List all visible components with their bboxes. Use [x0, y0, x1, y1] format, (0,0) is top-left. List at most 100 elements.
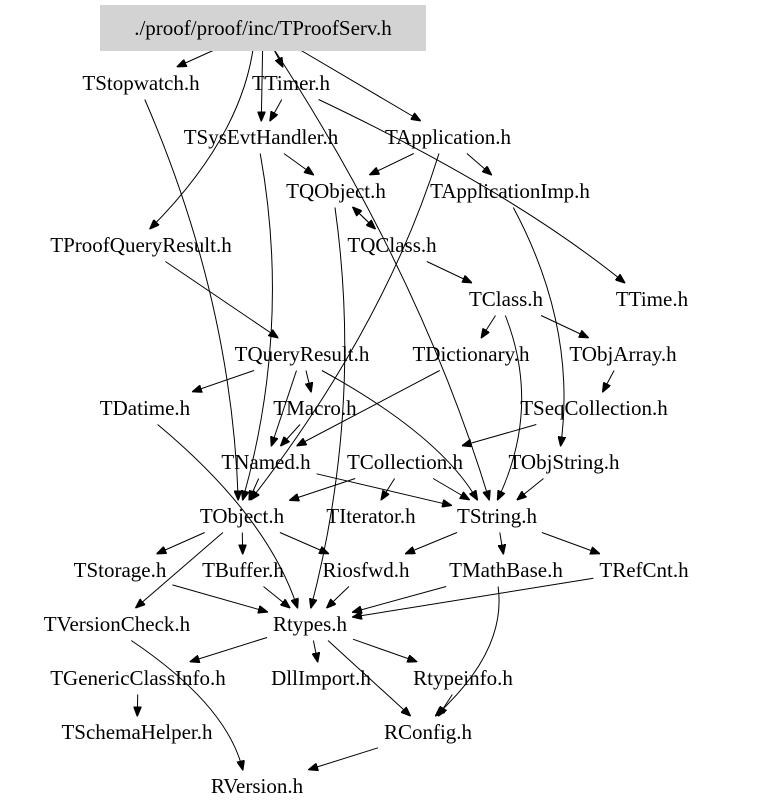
- dependency-edge: [150, 44, 255, 229]
- dependency-edge: [482, 315, 496, 338]
- graph-node[interactable]: Rtypeinfo.h: [413, 666, 513, 690]
- graph-node[interactable]: TRefCnt.h: [599, 558, 689, 582]
- node-label[interactable]: RVersion.h: [211, 774, 304, 798]
- node-label[interactable]: TApplication.h: [385, 125, 512, 149]
- node-label[interactable]: RConfig.h: [384, 720, 473, 744]
- dependency-edge: [370, 153, 415, 175]
- dependency-edge: [249, 478, 260, 500]
- node-label[interactable]: TProofQueryResult.h: [50, 233, 232, 257]
- node-label[interactable]: TRefCnt.h: [599, 558, 689, 582]
- graph-node[interactable]: TObjArray.h: [569, 342, 677, 366]
- graph-node[interactable]: TMacro.h: [273, 396, 357, 420]
- node-label[interactable]: Rtypeinfo.h: [413, 666, 513, 690]
- dependency-edge: [290, 44, 420, 121]
- graph-node[interactable]: TGenericClassInfo.h: [50, 666, 226, 690]
- root-node-label[interactable]: ./proof/proof/inc/TProofServ.h: [134, 16, 392, 40]
- graph-node[interactable]: TMathBase.h: [449, 558, 563, 582]
- node-label[interactable]: Rtypes.h: [273, 612, 348, 636]
- graph-node[interactable]: TTimer.h: [252, 71, 330, 95]
- node-label[interactable]: TApplicationImp.h: [430, 179, 590, 203]
- graph-node[interactable]: TObjString.h: [508, 450, 620, 474]
- dependency-edge: [463, 424, 537, 446]
- graph-node[interactable]: TProofQueryResult.h: [50, 233, 232, 257]
- graph-node[interactable]: TDatime.h: [100, 396, 191, 420]
- graph-node[interactable]: Rtypes.h: [273, 612, 348, 636]
- node-label[interactable]: TQueryResult.h: [235, 342, 370, 366]
- dependency-edge: [157, 424, 298, 608]
- node-label[interactable]: TMathBase.h: [449, 558, 563, 582]
- node-label[interactable]: TCollection.h: [347, 450, 464, 474]
- dependency-edge: [157, 532, 205, 554]
- node-label[interactable]: TStopwatch.h: [82, 71, 200, 95]
- node-label[interactable]: TVersionCheck.h: [44, 612, 191, 636]
- node-label[interactable]: TMacro.h: [273, 396, 357, 420]
- graph-node[interactable]: TSeqCollection.h: [520, 396, 668, 420]
- node-label[interactable]: TString.h: [457, 504, 537, 528]
- node-label[interactable]: TSeqCollection.h: [520, 396, 668, 420]
- dependency-edge: [353, 586, 447, 613]
- graph-node[interactable]: TBuffer.h: [202, 558, 284, 582]
- node-label[interactable]: Riosfwd.h: [323, 558, 410, 582]
- node-label[interactable]: TObjString.h: [508, 450, 620, 474]
- node-label[interactable]: DllImport.h: [271, 666, 371, 690]
- graph-node[interactable]: TIterator.h: [326, 504, 416, 528]
- graph-node[interactable]: TSchemaHelper.h: [61, 720, 213, 744]
- dependency-edge: [136, 532, 224, 608]
- dependency-edge: [426, 261, 471, 283]
- node-label[interactable]: TSchemaHelper.h: [61, 720, 213, 744]
- graph-node[interactable]: TTime.h: [616, 287, 689, 311]
- dependency-edge: [352, 638, 416, 661]
- dependency-edge: [172, 584, 267, 612]
- node-label[interactable]: TObjArray.h: [569, 342, 677, 366]
- dependency-edge: [436, 586, 500, 716]
- dependency-edge: [439, 694, 453, 716]
- graph-node[interactable]: TDictionary.h: [412, 342, 530, 366]
- graph-node[interactable]: TCollection.h: [347, 450, 464, 474]
- graph-node[interactable]: TString.h: [457, 504, 537, 528]
- graph-node[interactable]: TApplication.h: [385, 125, 512, 149]
- node-label[interactable]: TSysEvtHandler.h: [184, 125, 339, 149]
- node-label[interactable]: TQClass.h: [347, 233, 437, 257]
- node-label[interactable]: TClass.h: [469, 287, 544, 311]
- dependency-edge: [309, 747, 379, 770]
- graph-node[interactable]: RVersion.h: [211, 774, 304, 798]
- node-label[interactable]: TGenericClassInfo.h: [50, 666, 226, 690]
- node-label[interactable]: TDictionary.h: [412, 342, 530, 366]
- graph-node[interactable]: TQClass.h: [347, 233, 437, 257]
- dependency-edge: [279, 532, 328, 554]
- graph-node[interactable]: TApplicationImp.h: [430, 179, 590, 203]
- dependency-edge: [466, 153, 491, 175]
- node-label[interactable]: TObject.h: [200, 504, 285, 528]
- dependency-edge: [316, 473, 451, 506]
- dependency-edge: [603, 370, 615, 392]
- node-label[interactable]: TIterator.h: [326, 504, 416, 528]
- graph-node[interactable]: TVersionCheck.h: [44, 612, 191, 636]
- node-label[interactable]: TTimer.h: [252, 71, 330, 95]
- node-label[interactable]: TStorage.h: [74, 558, 167, 582]
- graph-node[interactable]: TQueryResult.h: [235, 342, 370, 366]
- node-label[interactable]: TDatime.h: [100, 396, 191, 420]
- dependency-edge: [263, 586, 290, 608]
- node-label[interactable]: TQObject.h: [286, 179, 386, 203]
- graph-node[interactable]: ./proof/proof/inc/TProofServ.h: [100, 5, 426, 51]
- dependency-edge: [500, 532, 504, 554]
- graph-node[interactable]: TStopwatch.h: [82, 71, 200, 95]
- node-label[interactable]: TBuffer.h: [202, 558, 284, 582]
- graph-node[interactable]: TStorage.h: [74, 558, 167, 582]
- graph-node[interactable]: TObject.h: [200, 504, 285, 528]
- graph-node[interactable]: TQObject.h: [286, 179, 386, 203]
- graph-node[interactable]: TNamed.h: [221, 450, 311, 474]
- graph-node[interactable]: Riosfwd.h: [323, 558, 410, 582]
- graph-node[interactable]: TSysEvtHandler.h: [184, 125, 339, 149]
- node-label[interactable]: TTime.h: [616, 287, 689, 311]
- graph-node[interactable]: DllImport.h: [271, 666, 371, 690]
- graph-node[interactable]: TClass.h: [469, 287, 544, 311]
- dependency-edge: [283, 153, 313, 175]
- dependency-edge: [353, 577, 594, 617]
- dependency-edge: [191, 637, 268, 662]
- graph-node[interactable]: RConfig.h: [384, 720, 473, 744]
- node-label[interactable]: TNamed.h: [221, 450, 311, 474]
- dependency-edge: [353, 208, 376, 229]
- dependency-edge: [518, 478, 544, 500]
